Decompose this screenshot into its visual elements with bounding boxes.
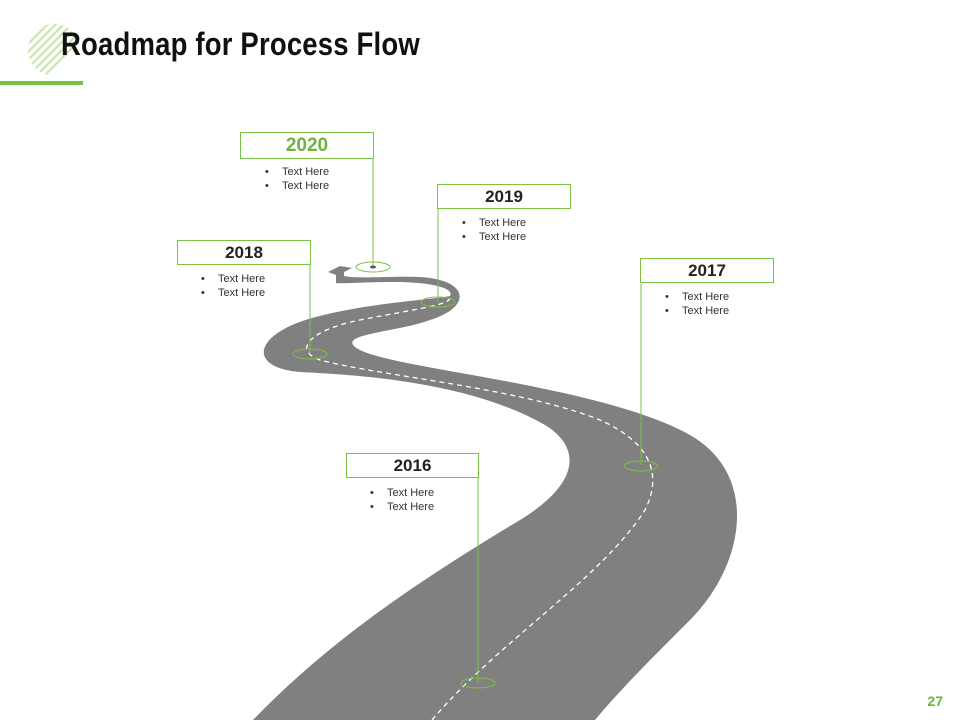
list-item: Text Here xyxy=(369,500,434,514)
marker-2018 xyxy=(292,348,328,360)
road-surface xyxy=(253,266,738,720)
list-item: Text Here xyxy=(461,216,526,230)
list-item: Text Here xyxy=(369,486,434,500)
milestone-2018-year: 2018 xyxy=(177,240,311,265)
list-item: Text Here xyxy=(664,290,729,304)
logo-mark xyxy=(28,24,80,76)
list-item: Text Here xyxy=(200,272,265,286)
milestone-2017-list: Text Here Text Here xyxy=(664,290,729,318)
list-item: Text Here xyxy=(200,286,265,300)
milestone-2020-list: Text Here Text Here xyxy=(264,165,329,193)
marker-2017 xyxy=(623,460,659,472)
milestone-2018-list: Text Here Text Here xyxy=(200,272,265,300)
page-number: 27 xyxy=(927,693,943,709)
list-item: Text Here xyxy=(461,230,526,244)
milestone-2019-year: 2019 xyxy=(437,184,571,209)
marker-2016 xyxy=(460,677,496,689)
slide-title: Roadmap for Process Flow xyxy=(61,26,420,62)
list-item: Text Here xyxy=(664,304,729,318)
milestone-2019-list: Text Here Text Here xyxy=(461,216,526,244)
title-accent-bar xyxy=(0,81,83,85)
milestone-2016-list: Text Here Text Here xyxy=(369,486,434,514)
milestone-2020-year: 2020 xyxy=(240,132,374,159)
marker-2020 xyxy=(355,261,391,273)
milestone-2016-year: 2016 xyxy=(346,453,479,478)
marker-2019 xyxy=(420,296,456,308)
list-item: Text Here xyxy=(264,179,329,193)
milestone-2017-year: 2017 xyxy=(640,258,774,283)
list-item: Text Here xyxy=(264,165,329,179)
